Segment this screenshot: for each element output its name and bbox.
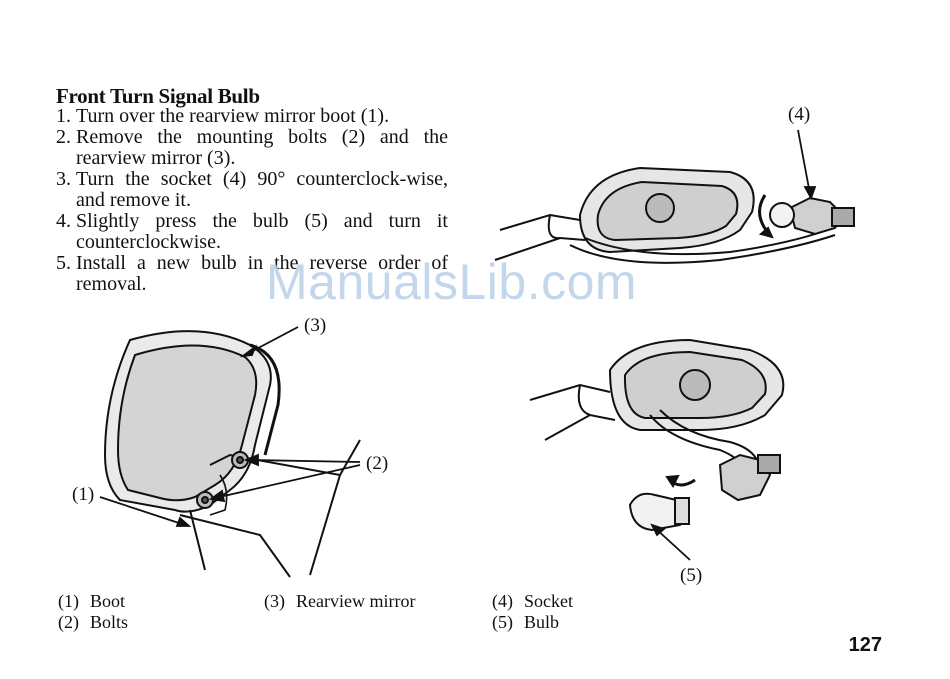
page-number: 127 (848, 634, 882, 656)
socket-removal-illustration (494, 129, 855, 264)
callout-socket: (4) (788, 104, 811, 125)
instruction-steps: 1.Turn over the rearview mirror boot (1)… (56, 106, 448, 295)
legend-item: (1)Boot (58, 591, 126, 611)
callout-boot: (1) (72, 484, 95, 505)
mirror-illustration (99, 326, 361, 578)
instruction-step: 1.Turn over the rearview mirror boot (1)… (56, 105, 390, 127)
legend-item: (2)Bolts (58, 612, 129, 632)
watermark: ManualsLib.com (266, 254, 638, 310)
instruction-step: 2.Remove the mounting bolts (2) and the … (56, 126, 448, 169)
callout-rearview-mirror: (3) (304, 315, 327, 336)
legend-left: (1)Boot (2)Bolts (58, 591, 128, 633)
legend-item: (3)Rearview mirror (264, 591, 416, 611)
legend-item: (4)Socket (492, 591, 573, 611)
instruction-step: 3.Turn the socket (4) 90° counterclock-w… (56, 168, 448, 211)
instruction-step: 5.Install a new bulb in the reverse orde… (56, 252, 448, 295)
section-title: Front Turn Signal Bulb (56, 84, 260, 108)
instruction-step: 4.Slightly press the bulb (5) and turn i… (56, 210, 448, 253)
legend-item: (5)Bulb (492, 612, 560, 632)
callout-bulb: (5) (680, 565, 703, 586)
legend-right: (4)Socket (5)Bulb (492, 591, 573, 633)
bulb-removal-illustration (529, 338, 785, 561)
callout-bolts: (2) (366, 453, 389, 474)
legend-middle: (3)Rearview mirror (264, 591, 415, 612)
